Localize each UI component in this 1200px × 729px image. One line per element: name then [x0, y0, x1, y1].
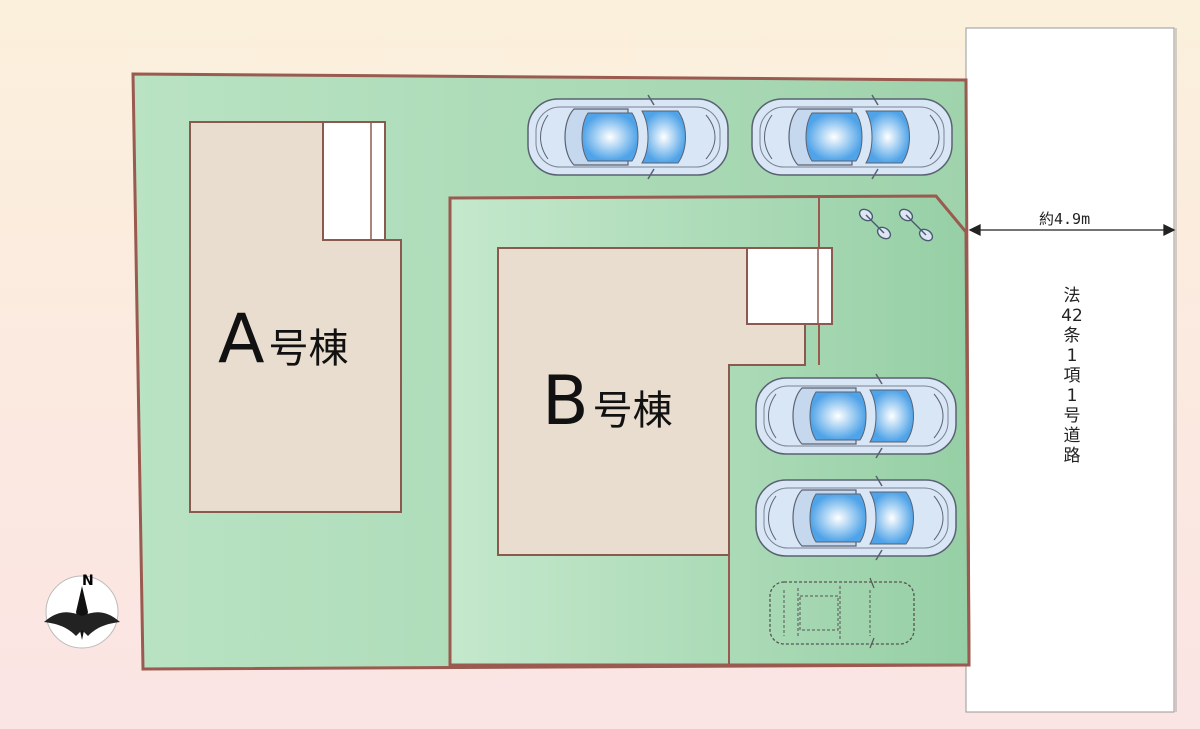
road-width-label: 約4.9m — [1036, 208, 1094, 229]
parking-car-4 — [755, 475, 957, 561]
road-width-dimension — [968, 223, 1176, 237]
parking-car-2 — [751, 94, 953, 180]
building-a-annex — [322, 121, 386, 241]
bicycle-icon — [898, 208, 934, 242]
parking-car-3 — [755, 373, 957, 459]
road-type-label: 法42条1項1号道路 — [1061, 286, 1083, 466]
north-label: N — [82, 573, 94, 589]
compass-icon — [44, 575, 120, 649]
road — [965, 27, 1175, 713]
bicycle-icon — [858, 208, 892, 240]
parking-car-1 — [527, 94, 729, 180]
building-b-annex — [746, 247, 833, 325]
